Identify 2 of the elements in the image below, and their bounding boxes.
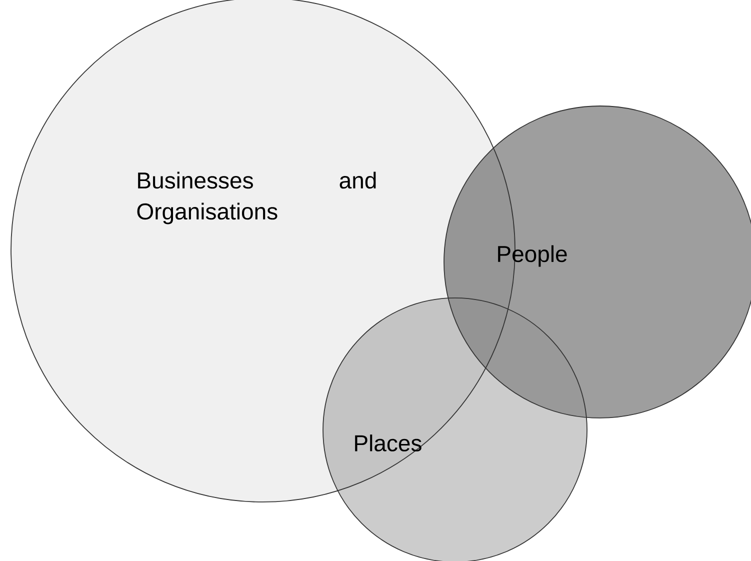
- circle-label: Places: [355, 434, 422, 452]
- circle-label: Businesses and Organisations: [137, 172, 376, 224]
